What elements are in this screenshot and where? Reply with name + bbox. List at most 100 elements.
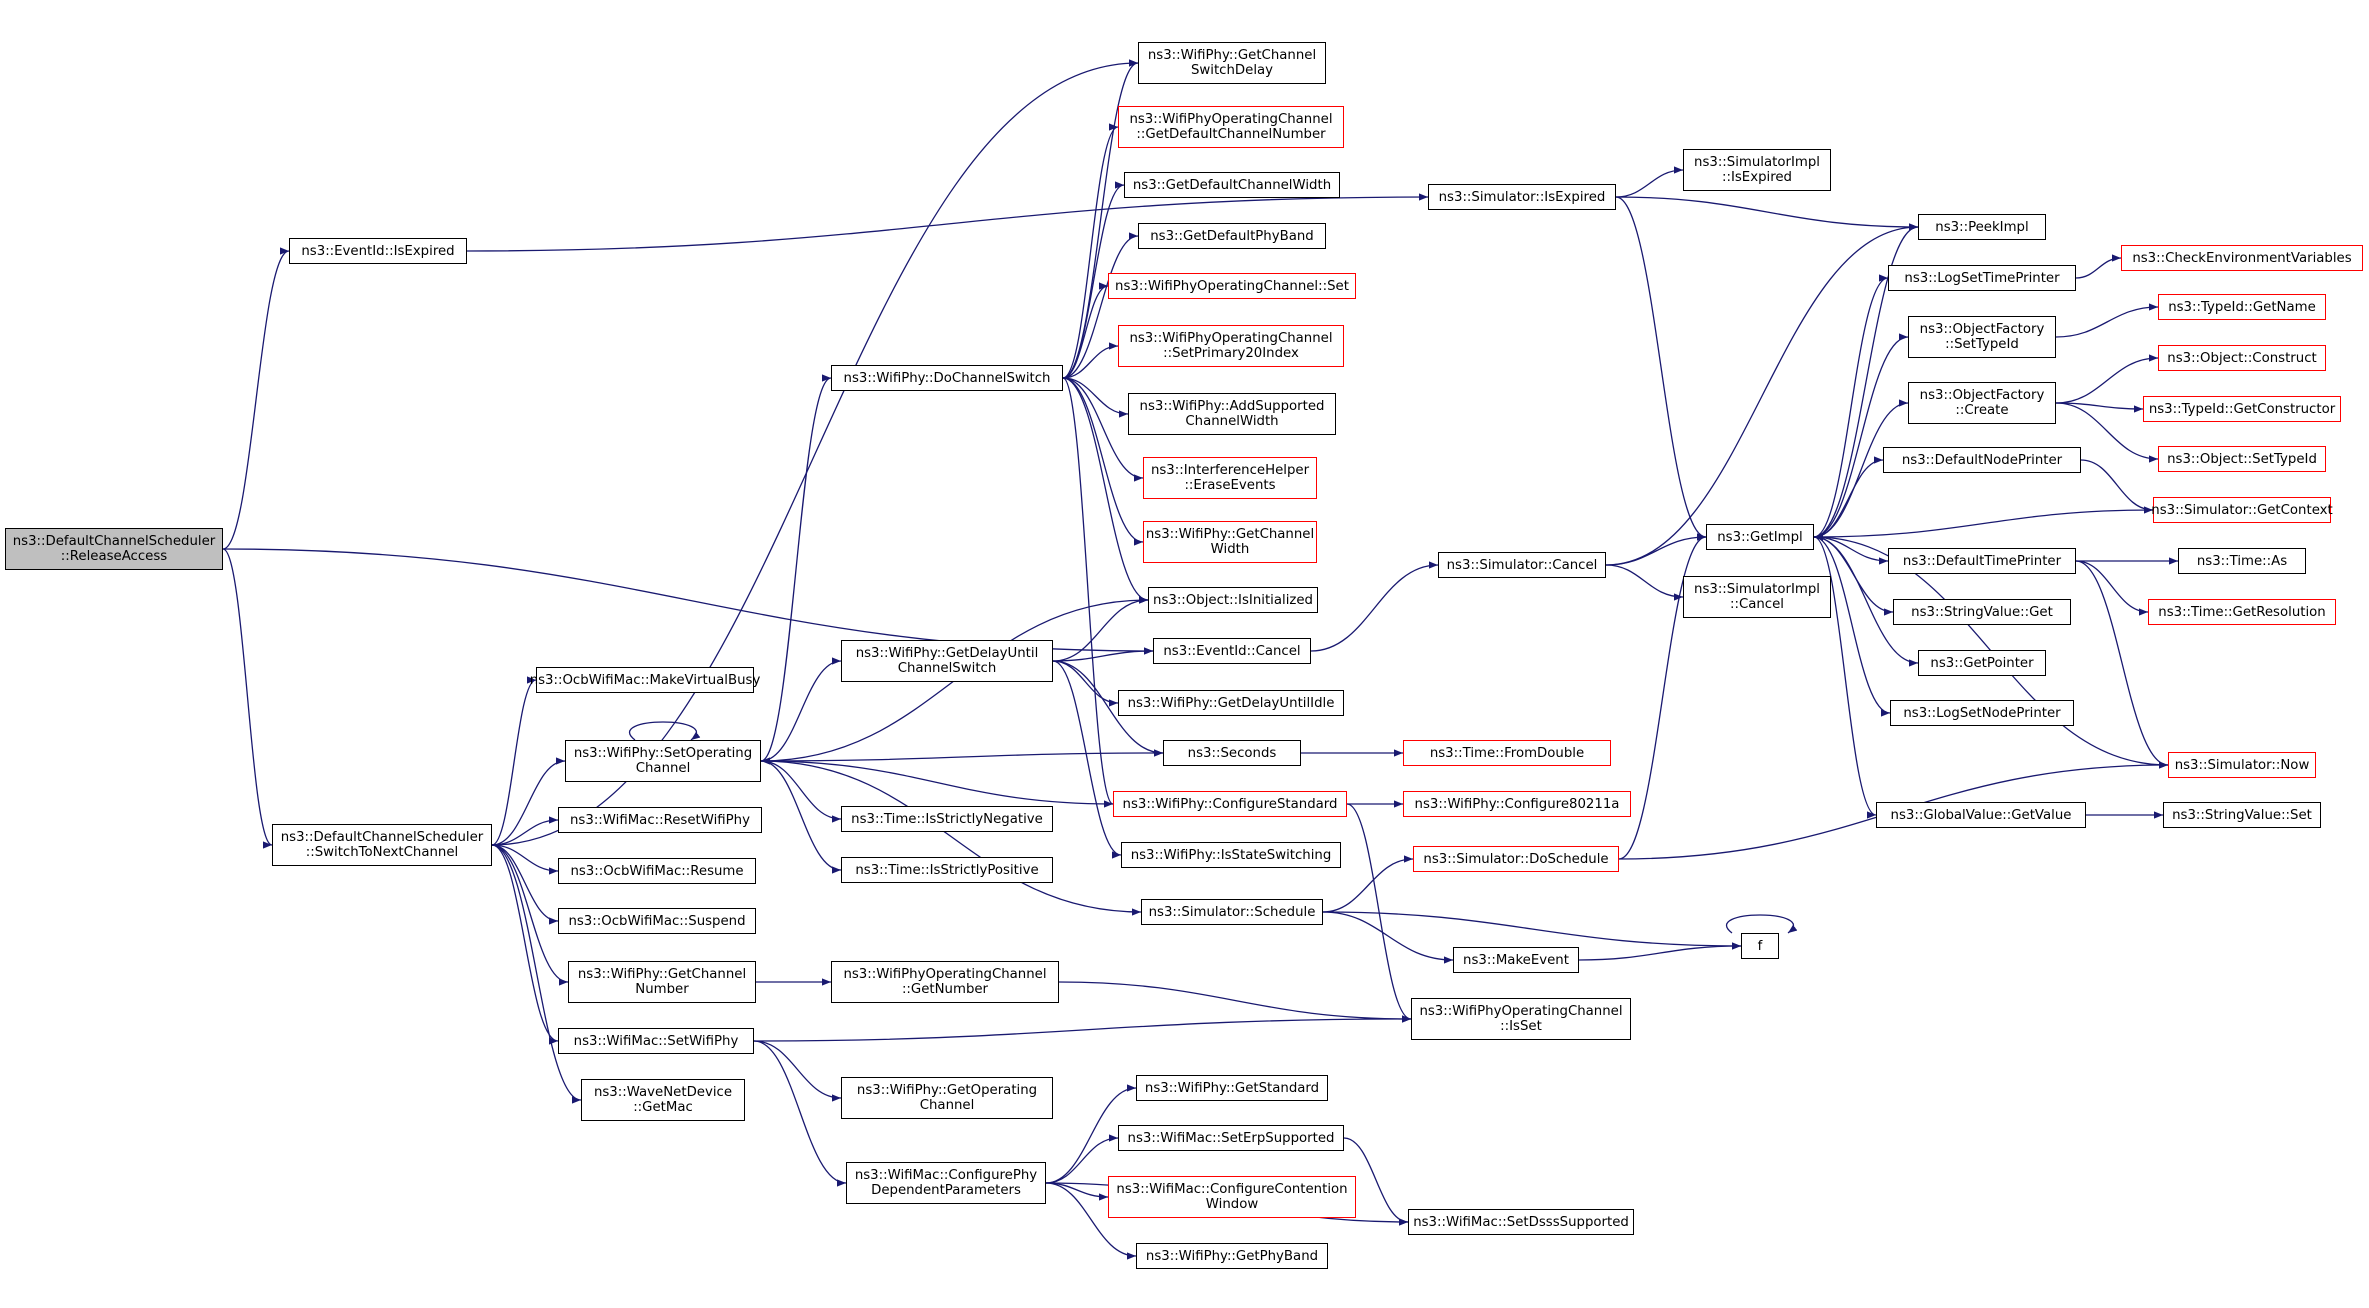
node-getpointer[interactable]: ns3::GetPointer — [1918, 650, 2046, 676]
edge-phy-setoperating-to-sim-schedule — [760, 760, 1142, 916]
node-phy-getstandard[interactable]: ns3::WifiPhy::GetStandard — [1136, 1075, 1328, 1101]
node-phy-isstateswitching[interactable]: ns3::WifiPhy::IsStateSwitching — [1121, 842, 1341, 868]
node-sim-schedule[interactable]: ns3::Simulator::Schedule — [1141, 899, 1323, 925]
edge-of-settypeid-to-typeid-getname — [2055, 303, 2159, 338]
node-simimpl-cancel[interactable]: ns3::SimulatorImpl::Cancel — [1683, 576, 1831, 618]
node-stringvalue-get[interactable]: ns3::StringValue::Get — [1893, 599, 2071, 625]
edge-getimpl-to-defaulttimeprinter — [1813, 536, 1889, 565]
node-checkenv[interactable]: ns3::CheckEnvironmentVariables — [2121, 245, 2363, 271]
node-stringvalue-set[interactable]: ns3::StringValue::Set — [2163, 802, 2321, 828]
node-sim-getcontext[interactable]: ns3::Simulator::GetContext — [2151, 497, 2333, 523]
node-phy-dochannelswitch[interactable]: ns3::WifiPhy::DoChannelSwitch — [831, 365, 1063, 391]
edge-opch-getnumber-to-opch-isset — [1058, 981, 1412, 1023]
node-opch-getnumber[interactable]: ns3::WifiPhyOperatingChannel::GetNumber — [831, 961, 1059, 1003]
node-label-line: ns3::WifiPhy::GetOperating — [856, 1083, 1038, 1098]
node-wave-getmac[interactable]: ns3::WaveNetDevice::GetMac — [581, 1079, 745, 1121]
node-sim-now[interactable]: ns3::Simulator::Now — [2168, 752, 2316, 778]
node-gv-getvalue[interactable]: ns3::GlobalValue::GetValue — [1876, 802, 2086, 828]
node-makeevent[interactable]: ns3::MakeEvent — [1453, 947, 1579, 973]
edge-root-to-eventid-isexpired — [222, 247, 290, 550]
node-label-line: Window — [1205, 1197, 1259, 1212]
node-label-line: ns3::WifiMac::SetDsssSupported — [1413, 1214, 1629, 1230]
node-typeid-getname[interactable]: ns3::TypeId::GetName — [2158, 294, 2326, 320]
node-label-line: Channel — [919, 1098, 975, 1113]
edge-sim-isexpired-to-simimpl-isexpired — [1615, 166, 1684, 198]
node-time-getresolution[interactable]: ns3::Time::GetResolution — [2148, 599, 2336, 625]
node-ih-eraseevents[interactable]: ns3::InterferenceHelper::EraseEvents — [1143, 457, 1317, 499]
node-label-line: ns3::Simulator::Now — [2174, 757, 2310, 773]
node-seconds[interactable]: ns3::Seconds — [1163, 740, 1301, 766]
node-label-line: ns3::GetImpl — [1717, 529, 1803, 545]
node-getimpl[interactable]: ns3::GetImpl — [1706, 524, 1814, 550]
node-label-line: ns3::OcbWifiMac::Resume — [570, 863, 744, 879]
node-label-line: Number — [635, 982, 689, 997]
node-time-as[interactable]: ns3::Time::As — [2178, 548, 2306, 574]
node-eventid-cancel[interactable]: ns3::EventId::Cancel — [1153, 638, 1311, 664]
node-phy-configure80211a[interactable]: ns3::WifiPhy::Configure80211a — [1403, 791, 1631, 817]
node-time-ispos[interactable]: ns3::Time::IsStrictlyPositive — [841, 857, 1053, 883]
node-logsetnodeprinter[interactable]: ns3::LogSetNodePrinter — [1890, 700, 2074, 726]
node-peekimpl[interactable]: ns3::PeekImpl — [1918, 214, 2046, 240]
edge-getimpl-to-of-settypeid — [1813, 333, 1909, 538]
edge-eventid-cancel-to-sim-cancel — [1310, 561, 1439, 652]
node-eventid-isexpired[interactable]: ns3::EventId::IsExpired — [289, 238, 467, 264]
node-phy-getdelayuntilidle[interactable]: ns3::WifiPhy::GetDelayUntilIdle — [1118, 690, 1344, 716]
node-typeid-getconstructor[interactable]: ns3::TypeId::GetConstructor — [2143, 396, 2341, 422]
node-defaulttimeprinter[interactable]: ns3::DefaultTimePrinter — [1888, 548, 2076, 574]
node-obj-settypeid[interactable]: ns3::Object::SetTypeId — [2158, 446, 2326, 472]
edge-mac-configurephy-to-mac-seterp — [1045, 1134, 1119, 1184]
node-label-line: ::ReleaseAccess — [60, 549, 168, 564]
node-obj-construct[interactable]: ns3::Object::Construct — [2158, 345, 2326, 371]
node-mac-resetwifiphy[interactable]: ns3::WifiMac::ResetWifiPhy — [558, 807, 762, 833]
node-mac-seterp[interactable]: ns3::WifiMac::SetErpSupported — [1118, 1125, 1344, 1151]
node-logsettimeprinter[interactable]: ns3::LogSetTimePrinter — [1888, 265, 2076, 291]
edge-getimpl-to-peekimpl — [1813, 223, 1919, 538]
edge-logsettimeprinter-to-checkenv — [2075, 254, 2122, 279]
node-label-line: ChannelWidth — [1185, 414, 1279, 429]
node-f[interactable]: f — [1741, 933, 1779, 959]
node-opch-set[interactable]: ns3::WifiPhyOperatingChannel::Set — [1108, 273, 1356, 299]
node-label-line: ns3::Time::IsStrictlyPositive — [855, 862, 1039, 878]
node-label-line: ns3::EventId::Cancel — [1163, 643, 1301, 659]
node-of-create[interactable]: ns3::ObjectFactory::Create — [1908, 382, 2056, 424]
node-label-line: ns3::GetDefaultPhyBand — [1150, 228, 1314, 244]
node-label-line: ns3::Object::Construct — [2167, 350, 2317, 366]
node-obj-isinitialized[interactable]: ns3::Object::IsInitialized — [1148, 587, 1318, 613]
node-time-isneg[interactable]: ns3::Time::IsStrictlyNegative — [841, 806, 1053, 832]
node-opch-getdefaultchannelnumber[interactable]: ns3::WifiPhyOperatingChannel::GetDefault… — [1118, 106, 1344, 148]
node-defaultnodeprinter[interactable]: ns3::DefaultNodePrinter — [1883, 447, 2081, 473]
node-sim-doschedule[interactable]: ns3::Simulator::DoSchedule — [1413, 846, 1619, 872]
node-phy-configurestandard[interactable]: ns3::WifiPhy::ConfigureStandard — [1113, 791, 1347, 817]
node-getdefaultphyband[interactable]: ns3::GetDefaultPhyBand — [1138, 223, 1326, 249]
node-label-line: ns3::Object::IsInitialized — [1153, 592, 1313, 608]
node-opch-setprimary20[interactable]: ns3::WifiPhyOperatingChannel::SetPrimary… — [1118, 325, 1344, 367]
node-mac-setwifiphy[interactable]: ns3::WifiMac::SetWifiPhy — [558, 1028, 754, 1054]
node-ocb-suspend[interactable]: ns3::OcbWifiMac::Suspend — [558, 908, 756, 934]
node-sim-isexpired[interactable]: ns3::Simulator::IsExpired — [1428, 184, 1616, 210]
node-ocb-makevirtualbusy[interactable]: ns3::OcbWifiMac::MakeVirtualBusy — [530, 667, 760, 693]
node-dcs-switch[interactable]: ns3::DefaultChannelScheduler::SwitchToNe… — [272, 824, 492, 866]
node-time-fromdouble[interactable]: ns3::Time::FromDouble — [1403, 740, 1611, 766]
node-label-line: ns3::WifiPhy::GetChannel — [1147, 48, 1317, 63]
node-mac-setdsss[interactable]: ns3::WifiMac::SetDsssSupported — [1408, 1209, 1634, 1235]
node-simimpl-isexpired[interactable]: ns3::SimulatorImpl::IsExpired — [1683, 149, 1831, 191]
node-phy-getphyband[interactable]: ns3::WifiPhy::GetPhyBand — [1136, 1243, 1328, 1269]
edge-dcs-switch-to-phy-getchannelnumber — [491, 844, 569, 986]
node-opch-isset[interactable]: ns3::WifiPhyOperatingChannel::IsSet — [1411, 998, 1631, 1040]
node-of-settypeid[interactable]: ns3::ObjectFactory::SetTypeId — [1908, 316, 2056, 358]
edge-dcs-switch-to-ocb-suspend — [491, 844, 559, 925]
node-getdefaultchannelwidth[interactable]: ns3::GetDefaultChannelWidth — [1124, 172, 1340, 198]
node-sim-cancel[interactable]: ns3::Simulator::Cancel — [1438, 552, 1606, 578]
node-ocb-resume[interactable]: ns3::OcbWifiMac::Resume — [558, 858, 756, 884]
edge-sim-doschedule-to-getimpl — [1618, 533, 1707, 860]
